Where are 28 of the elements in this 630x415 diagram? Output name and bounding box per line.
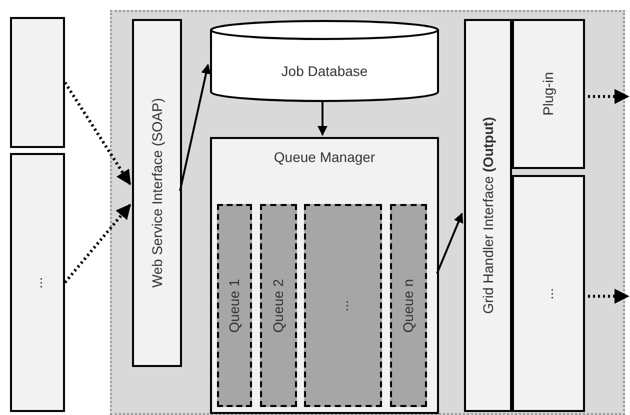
component-label: ... bbox=[540, 288, 557, 300]
component-label: Queue n bbox=[400, 278, 417, 332]
arrow bbox=[318, 100, 328, 136]
queue-box bbox=[390, 204, 427, 407]
component-box bbox=[10, 153, 65, 412]
manager-panel bbox=[210, 137, 439, 414]
arrow bbox=[436, 212, 464, 274]
queue-box bbox=[217, 204, 252, 407]
queue-box bbox=[260, 204, 297, 407]
arrow bbox=[64, 82, 132, 186]
container-panel bbox=[110, 10, 625, 415]
component-box bbox=[512, 19, 585, 169]
component-box bbox=[512, 175, 585, 412]
component-label: ... bbox=[29, 276, 46, 288]
component-box bbox=[464, 19, 512, 412]
component-label: Web Service Interface (SOAP) bbox=[148, 98, 166, 288]
component-label: Queue 2 bbox=[270, 278, 287, 332]
component-label: Grid Handler Interface (Output) bbox=[480, 117, 496, 314]
component-label: Plug-in bbox=[540, 72, 557, 116]
arrow bbox=[64, 204, 132, 284]
queue-box bbox=[304, 204, 382, 407]
database-label: Job Database bbox=[281, 62, 368, 80]
arrow bbox=[179, 64, 211, 192]
panel-heading: Queue Manager bbox=[272, 148, 376, 167]
component-label: Queue 1 bbox=[226, 278, 243, 332]
component-label: ... bbox=[334, 300, 352, 312]
component-box bbox=[10, 17, 65, 148]
component-box bbox=[132, 19, 182, 367]
